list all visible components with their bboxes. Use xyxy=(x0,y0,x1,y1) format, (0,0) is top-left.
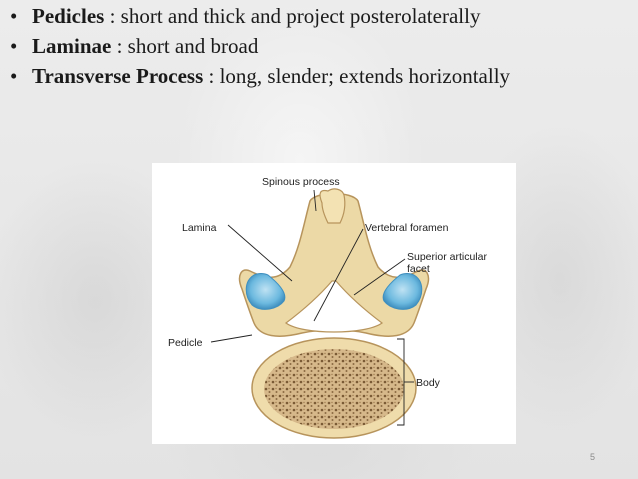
spinous-process xyxy=(319,188,346,224)
posterior-arch xyxy=(238,192,430,337)
vertebral-foramen xyxy=(284,280,384,333)
bullet-laminae: Laminae : short and broad xyxy=(10,32,630,60)
bullet-description: : short and broad xyxy=(111,34,259,58)
vertebra-diagram: Spinous process Lamina Vertebral foramen… xyxy=(152,163,516,444)
page-number: 5 xyxy=(590,452,596,462)
label-body: Body xyxy=(416,377,441,389)
left-articular-facet xyxy=(245,273,286,310)
vertebral-body-spongy xyxy=(264,349,404,429)
bullet-list: Pedicles : short and thick and project p… xyxy=(10,2,630,92)
label-vertebral-foramen: Vertebral foramen xyxy=(365,222,449,234)
label-superior-articular-facet-line2: facet xyxy=(407,263,430,275)
label-superior-articular-facet-line1: Superior articular xyxy=(407,251,487,263)
bullet-description: : short and thick and project posterolat… xyxy=(104,4,481,28)
bullet-description: : long, slender; extends horizontally xyxy=(203,64,511,88)
right-articular-facet xyxy=(382,273,423,310)
bullet-term: Pedicles xyxy=(32,4,105,28)
bullet-transverse-process: Transverse Process : long, slender; exte… xyxy=(10,62,630,90)
bullet-pedicles: Pedicles : short and thick and project p… xyxy=(10,2,630,30)
leader-lines xyxy=(210,189,414,426)
label-pedicle: Pedicle xyxy=(168,337,203,349)
label-lamina: Lamina xyxy=(182,222,217,234)
label-spinous-process: Spinous process xyxy=(262,176,340,188)
bullet-term: Laminae xyxy=(32,34,112,58)
bullet-term: Transverse Process xyxy=(32,64,204,88)
vertebra-illustration: Spinous process Lamina Vertebral foramen… xyxy=(168,176,487,439)
